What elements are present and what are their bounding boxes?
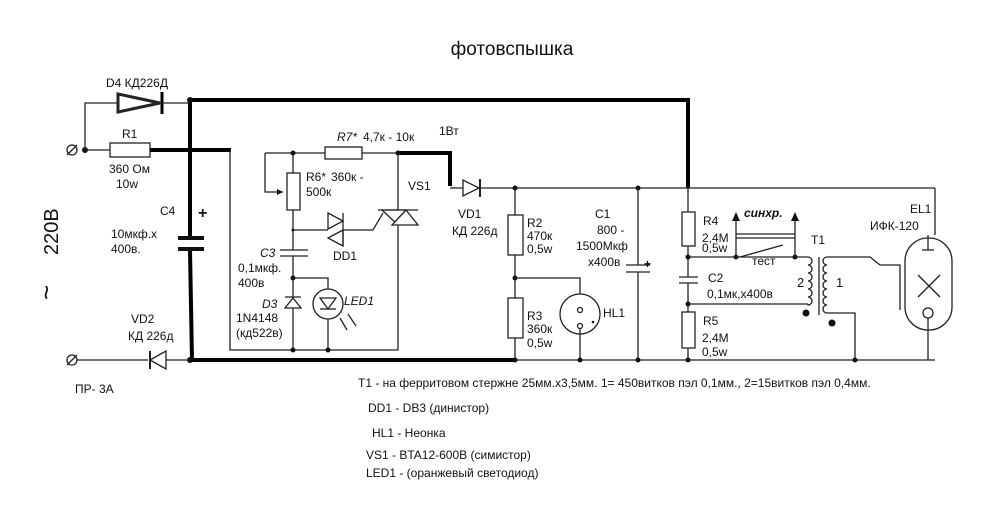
el1-type: ИФК-120	[870, 219, 919, 233]
note-hl1: HL1 - Неонка	[372, 426, 446, 440]
r1-value: 360 Ом	[109, 162, 150, 176]
dd1-label: DD1	[333, 249, 357, 263]
resistor-r1: R1 360 Ом 10w	[85, 127, 151, 191]
r6-value2: 500к	[306, 185, 332, 199]
r4-name: R4	[703, 214, 719, 228]
r1-power: 10w	[116, 177, 138, 191]
r3-value: 360к	[527, 322, 553, 336]
note-t1: Т1 - на ферритовом стержне 25мм.х3,5мм. …	[358, 376, 871, 390]
d3-type: 1N4148	[236, 311, 278, 325]
diode-d4: D4 КД226Д	[84, 76, 190, 150]
t1-name: T1	[811, 233, 825, 247]
r2-power: 0,5w	[527, 242, 553, 256]
c4-polarity: +	[198, 205, 207, 222]
diode-vd2: VD2 КД 226д	[77, 312, 190, 371]
c1-value2: 1500Мкф	[576, 239, 628, 253]
el1-name: EL1	[910, 202, 932, 216]
vd1-name: VD1	[458, 207, 482, 221]
d3-alt: (кд522в)	[236, 326, 283, 340]
r3-power: 0,5w	[527, 336, 553, 350]
c4-value: 10мкф.х	[111, 227, 157, 241]
r4-value: 2,4М	[702, 231, 729, 245]
hl1-label: HL1	[603, 306, 625, 320]
c4-name: C4	[160, 204, 176, 218]
r2-name: R2	[527, 216, 543, 230]
c1-name: C1	[595, 207, 611, 221]
fuse-label: ПР- 3А	[75, 382, 114, 396]
c4-voltage: 400в.	[111, 242, 141, 256]
r1-name: R1	[122, 127, 138, 141]
power-rails	[150, 97, 690, 363]
notes: Т1 - на ферритовом стержне 25мм.х3,5мм. …	[358, 376, 871, 480]
capacitor-c4: C4 + 10мкф.х 400в.	[111, 204, 207, 256]
voltage-label: 220В	[41, 208, 63, 255]
vd2-type: КД 226д	[128, 329, 173, 343]
test-switch-label[interactable]: тест	[752, 254, 776, 268]
d3-name: D3	[262, 297, 278, 311]
flash-circuit: R4 2,4М 0,5w C2 0,1мк,х400в R5 2,4М 0,5w…	[679, 188, 953, 363]
note-dd1: DD1 - DB3 (динистор)	[368, 401, 489, 415]
diagram-title: фотовспышка	[451, 39, 574, 60]
tilde-label: ~	[31, 285, 61, 300]
sync-label[interactable]: синхр.	[744, 206, 783, 220]
c1-value1: 800 -	[597, 223, 624, 237]
charging-circuit: VD1 КД 226д R2 470к 0,5w R3 360к 0,5w HL…	[450, 178, 936, 363]
vs1-label: VS1	[408, 179, 431, 193]
r6-value1: 360к -	[331, 170, 364, 184]
note-led1: LED1 - (оранжевый светодиод)	[366, 466, 538, 480]
r6-name: R6*	[306, 170, 326, 184]
r7-value: 4,7к - 10к	[363, 130, 415, 144]
vd2-name: VD2	[131, 312, 155, 326]
led1-label: LED1	[344, 294, 374, 308]
c1-voltage: х400в	[588, 255, 620, 269]
t1-winding1: 1	[836, 275, 843, 290]
d4-label: D4 КД226Д	[106, 76, 168, 90]
r5-name: R5	[703, 314, 719, 328]
note-vs1: VS1 - BTA12-600B (симистор)	[366, 448, 531, 462]
c3-value: 0,1мкф.	[238, 261, 281, 275]
r2-value: 470к	[527, 229, 553, 243]
r4-power: 0,5w	[702, 241, 728, 255]
t1-winding2: 2	[797, 275, 804, 290]
mains-input: ~ 220В ПР- 3А	[31, 144, 114, 396]
vd1-type: КД 226д	[452, 224, 497, 238]
r7-power: 1Вт	[439, 124, 459, 138]
c3-voltage: 400в	[238, 276, 264, 290]
c2-name: C2	[708, 271, 724, 285]
r5-value: 2,4М	[702, 331, 729, 345]
c1-polarity: +	[644, 257, 651, 271]
trigger-circuit: R7* 4,7к - 10к 1Вт R6* 360к - 500к DD1 V…	[229, 124, 459, 353]
c2-value: 0,1мк,х400в	[707, 287, 773, 301]
r7-name: R7*	[337, 130, 357, 144]
c3-name: C3	[260, 246, 276, 260]
r3-name: R3	[527, 309, 543, 323]
r5-power: 0,5w	[702, 345, 728, 359]
